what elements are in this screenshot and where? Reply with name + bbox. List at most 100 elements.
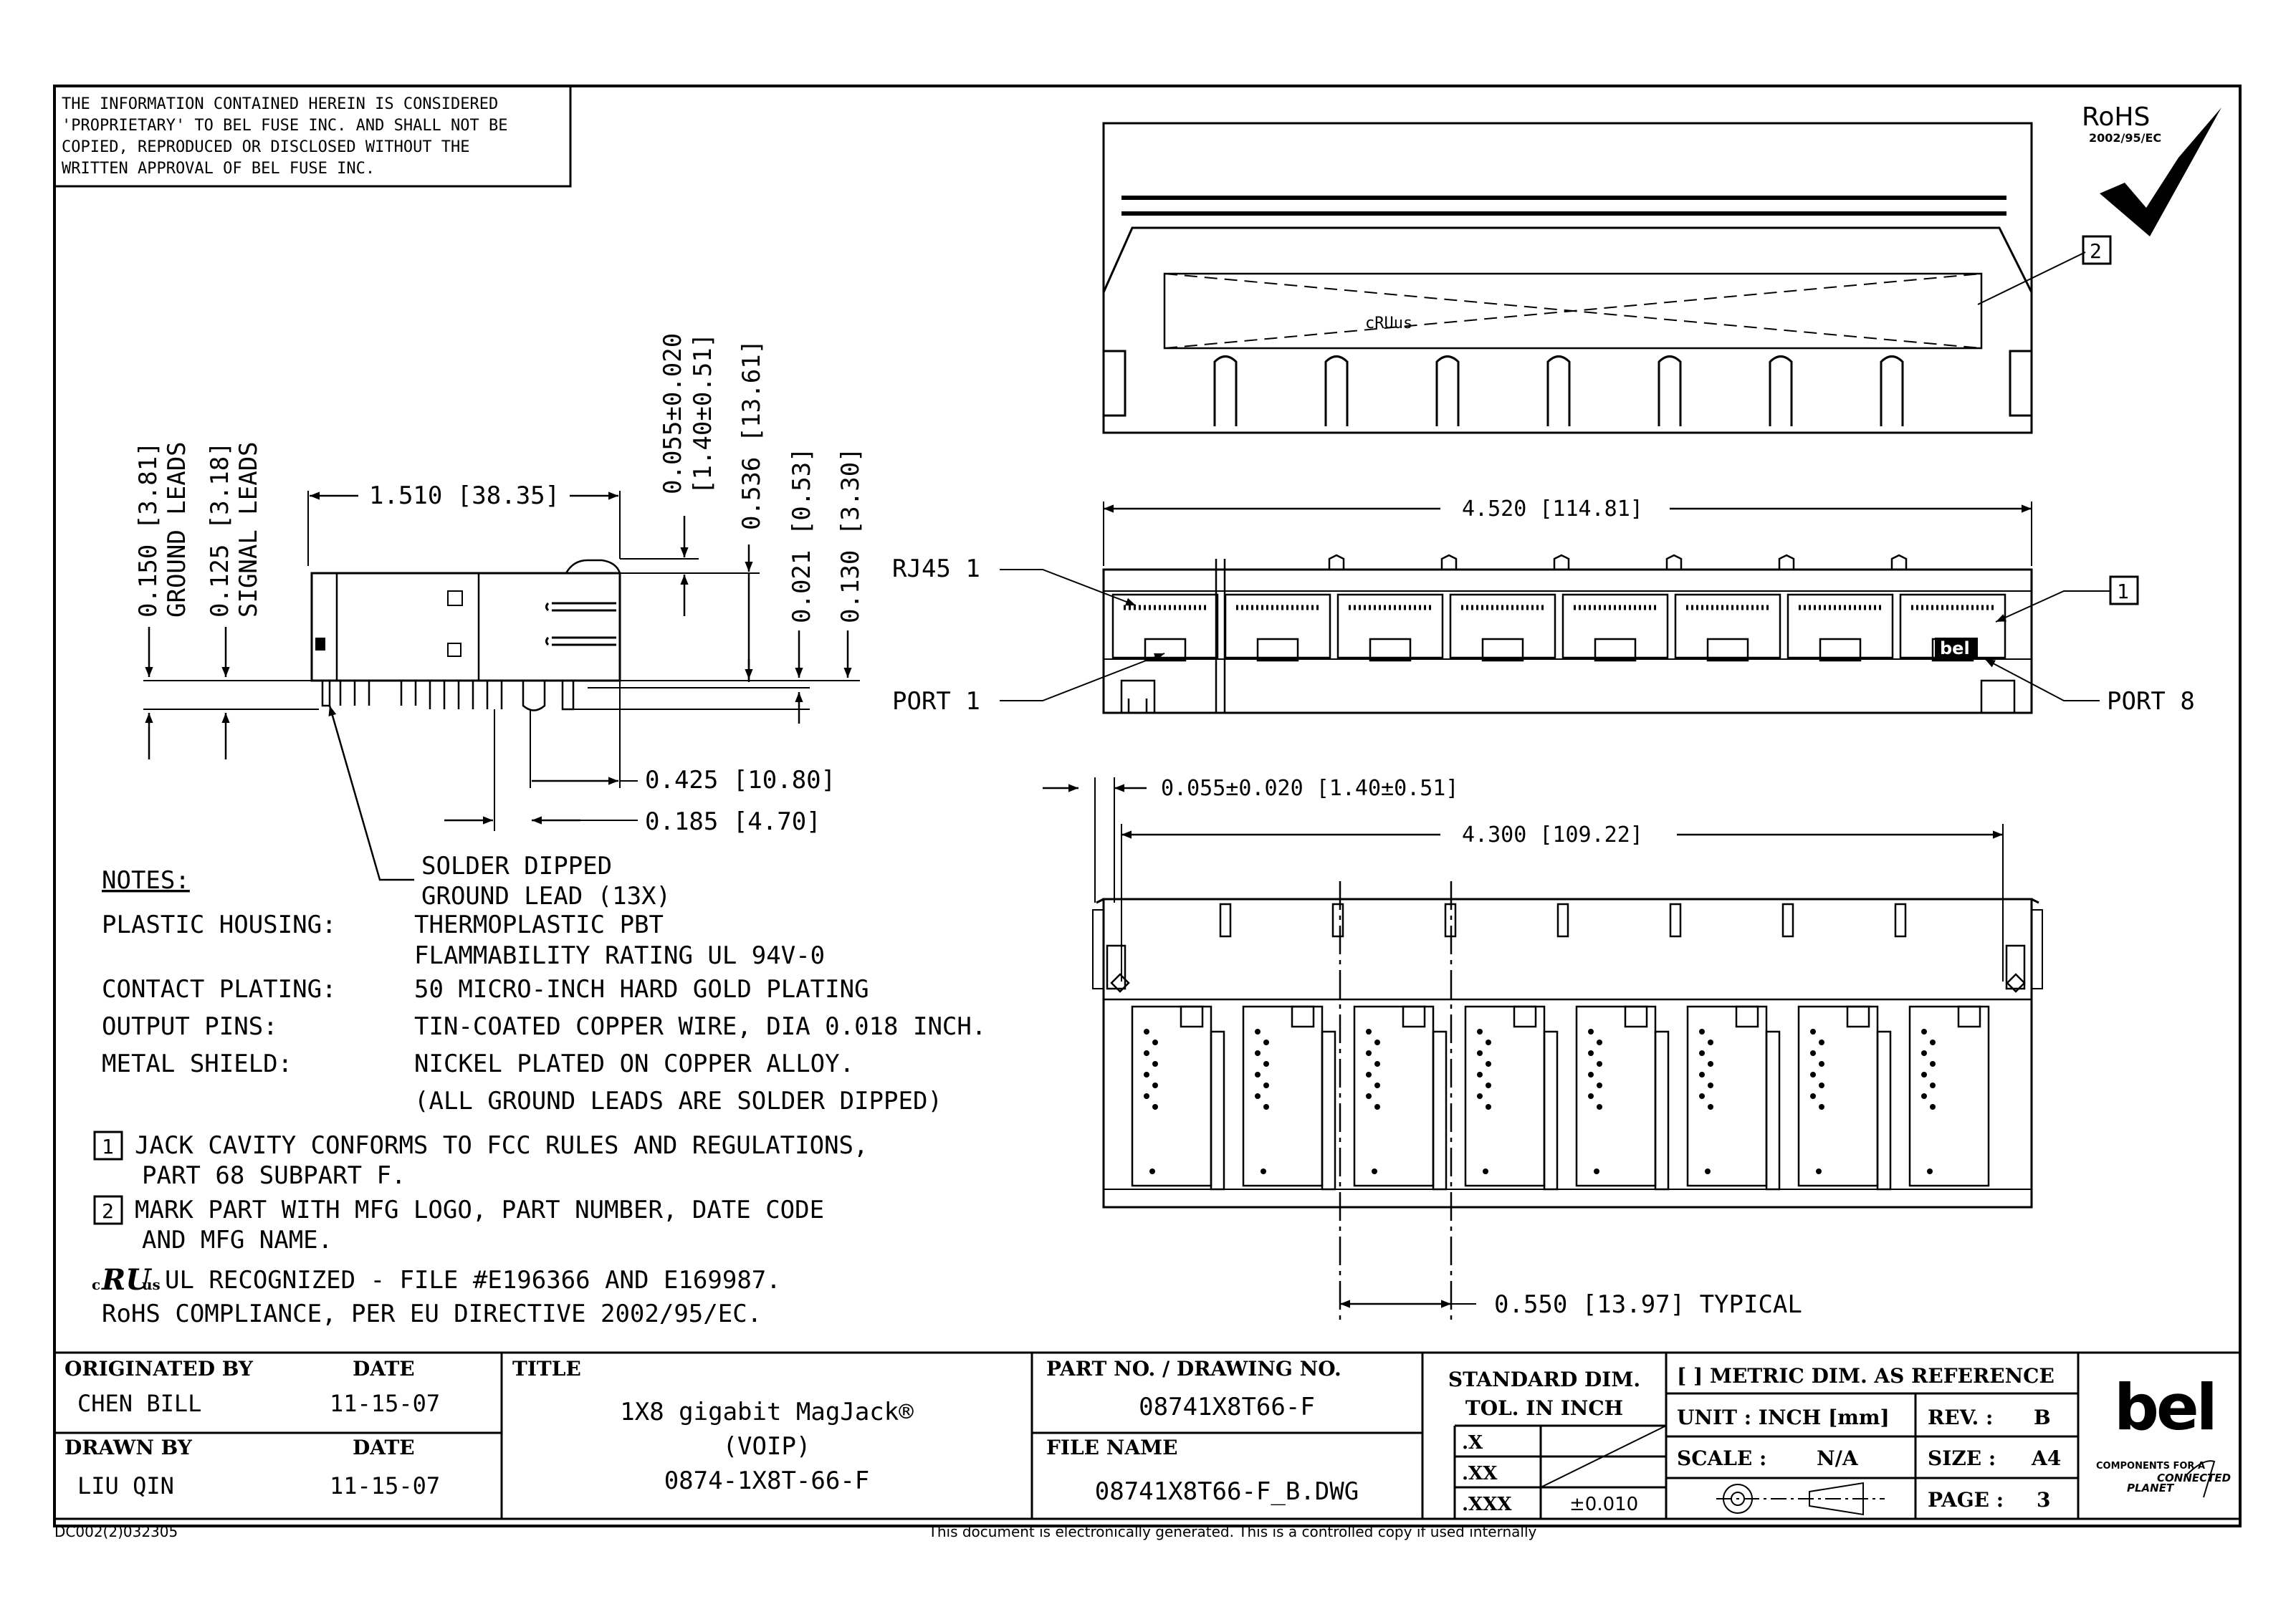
- part-no-header: PART NO. / DRAWING NO.: [1046, 1357, 1341, 1381]
- svg-text:c: c: [92, 1276, 100, 1293]
- bottom-view: 0.055±0.020 [1.40±0.51] 4.300 [109.22]: [1043, 776, 2043, 1325]
- originated-date: 11-15-07: [330, 1390, 440, 1417]
- front-view-bel-logo: bel: [1940, 638, 1970, 658]
- svg-text:us: us: [142, 1276, 161, 1293]
- title-line-2: (VOIP): [723, 1432, 811, 1461]
- tol-xxx-value: ±0.010: [1569, 1494, 1638, 1515]
- note-key-3: CONTACT PLATING:: [102, 975, 337, 1004]
- tol-xxx: .XXX: [1462, 1494, 1512, 1515]
- drawing-border: [53, 85, 2242, 1527]
- note-key-5: METAL SHIELD:: [102, 1050, 292, 1078]
- dim-pcb-offset: 0.055±0.020 [1.40±0.51]: [1161, 776, 1458, 801]
- note-val-5: NICKEL PLATED ON COPPER ALLOY.: [414, 1050, 854, 1078]
- note-ul-line: UL RECOGNIZED - FILE #E196366 AND E16998…: [165, 1266, 781, 1295]
- note-1-line-a: JACK CAVITY CONFORMS TO FCC RULES AND RE…: [135, 1131, 869, 1160]
- controlled-copy-notice: This document is electronically generate…: [928, 1523, 1537, 1540]
- note-key-4: OUTPUT PINS:: [102, 1012, 278, 1041]
- side-view: 0.150 [3.81] GROUND LEADS 0.125 [3.18] S…: [134, 333, 865, 911]
- rj45-label: RJ45 1: [892, 555, 980, 583]
- originated-by-header: ORIGINATED BY: [64, 1357, 254, 1381]
- unit: UNIT : INCH [mm]: [1677, 1406, 1890, 1429]
- bel-tagline-3: PLANET: [2127, 1482, 2175, 1494]
- ul-mark-icon: c RU us: [92, 1263, 161, 1297]
- note-2-number: 2: [102, 1199, 114, 1223]
- svg-text:RU: RU: [101, 1263, 152, 1297]
- front-view: 4.520 [114.81]: [892, 496, 2195, 716]
- drawn-by: LIU QIN: [77, 1472, 174, 1499]
- dim-0425: 0.425 [10.80]: [645, 766, 836, 795]
- dim-0185: 0.185 [4.70]: [645, 807, 821, 836]
- note-rohs-line: RoHS COMPLIANCE, PER EU DIRECTIVE 2002/9…: [102, 1300, 762, 1328]
- top-view: cRUus 2: [1102, 122, 2112, 434]
- note-val-2: FLAMMABILITY RATING UL 94V-0: [414, 941, 825, 970]
- scale: N/A: [1817, 1446, 1859, 1470]
- metric-note: [ ] METRIC DIM. AS REFERENCE: [1677, 1364, 2055, 1388]
- notes-block: NOTES: PLASTIC HOUSING: THERMOPLASTIC PB…: [92, 866, 986, 1328]
- tol-xx: .XX: [1462, 1463, 1498, 1484]
- part-no: 08741X8T66-F: [1139, 1393, 1315, 1421]
- dim-front-width: 4.520 [114.81]: [1462, 496, 1643, 522]
- projection-symbol-icon: [1716, 1482, 1885, 1516]
- dim-tab-a: 0.055±0.020: [659, 333, 687, 494]
- rev-header: REV. :: [1928, 1406, 1993, 1429]
- date-header-2: DATE: [353, 1436, 415, 1459]
- notes-heading: NOTES:: [102, 866, 190, 895]
- note-val-1: THERMOPLASTIC PBT: [414, 911, 664, 939]
- file-name-header: FILE NAME: [1046, 1436, 1177, 1459]
- front-view-callout-1: 1: [2117, 580, 2129, 603]
- note-2-line-b: AND MFG NAME.: [142, 1226, 333, 1254]
- title-block: ORIGINATED BY DATE CHEN BILL 11-15-07 DR…: [54, 1351, 2240, 1520]
- standard-dim-line-2: TOL. IN INCH: [1465, 1396, 1623, 1420]
- note-val-3: 50 MICRO-INCH HARD GOLD PLATING: [414, 975, 869, 1004]
- label-ground-lead-13x: GROUND LEAD (13X): [421, 882, 671, 911]
- rev: B: [2034, 1406, 2051, 1429]
- note-key-1: PLASTIC HOUSING:: [102, 911, 337, 939]
- port-1-label: PORT 1: [892, 687, 980, 716]
- notice-line-4: WRITTEN APPROVAL OF BEL FUSE INC.: [62, 160, 375, 178]
- dim-pin-length: 0.130 [3.30]: [836, 447, 865, 623]
- note-val-6: (ALL GROUND LEADS ARE SOLDER DIPPED): [414, 1087, 942, 1115]
- date-header-1: DATE: [353, 1357, 415, 1381]
- notice-line-1: THE INFORMATION CONTAINED HEREIN IS CONS…: [62, 95, 498, 113]
- originated-by: CHEN BILL: [77, 1390, 201, 1417]
- dim-pcb-width: 4.300 [109.22]: [1462, 822, 1643, 848]
- dim-side-length: 1.510 [38.35]: [369, 481, 560, 510]
- note-val-4: TIN-COATED COPPER WIRE, DIA 0.018 INCH.: [414, 1012, 986, 1041]
- rohs-directive: 2002/95/EC: [2089, 131, 2161, 145]
- label-ground-leads: GROUND LEADS: [163, 441, 191, 618]
- note-2-line-a: MARK PART WITH MFG LOGO, PART NUMBER, DA…: [135, 1196, 824, 1224]
- note-1-number: 1: [102, 1135, 114, 1158]
- drawn-date: 11-15-07: [330, 1472, 440, 1499]
- bel-tagline-2: CONNECTED: [2157, 1472, 2231, 1484]
- dim-tab-b: [1.40±0.51]: [689, 333, 717, 494]
- notice-line-3: COPIED, REPRODUCED OR DISCLOSED WITHOUT …: [62, 138, 470, 156]
- page-header: PAGE :: [1928, 1488, 2004, 1512]
- note-1-line-b: PART 68 SUBPART F.: [142, 1161, 406, 1190]
- page: 3: [2037, 1488, 2050, 1512]
- tol-x: .X: [1462, 1432, 1483, 1454]
- rohs-label: RoHS: [2082, 102, 2150, 132]
- title-line-3: 0874-1X8T-66-F: [664, 1467, 870, 1495]
- label-signal-leads: SIGNAL LEADS: [234, 441, 263, 618]
- port-8-label: PORT 8: [2107, 687, 2195, 716]
- dim-standoff: 0.021 [0.53]: [788, 447, 816, 623]
- proprietary-notice: THE INFORMATION CONTAINED HEREIN IS CONS…: [53, 85, 572, 188]
- dim-lead-ground: 0.150 [3.81]: [134, 441, 163, 618]
- title-line-1: 1X8 gigabit MagJack®: [620, 1398, 914, 1426]
- top-view-callout-2: 2: [2090, 239, 2102, 263]
- top-view-ul-mark: cRUus: [1365, 315, 1412, 332]
- scale-header: SCALE :: [1677, 1446, 1766, 1470]
- label-solder-dipped: SOLDER DIPPED: [421, 852, 612, 880]
- rohs-checkmark-icon: RoHS 2002/95/EC: [2082, 102, 2221, 236]
- title-header: TITLE: [512, 1357, 581, 1381]
- bel-tagline-1: COMPONENTS FOR A: [2096, 1461, 2205, 1472]
- drawn-by-header: DRAWN BY: [64, 1436, 193, 1459]
- bel-logo: bel COMPONENTS FOR A CONNECTED PLANET: [2096, 1371, 2231, 1498]
- size: A4: [2031, 1446, 2061, 1470]
- dim-height: 0.536 [13.61]: [737, 340, 766, 530]
- size-header: SIZE :: [1928, 1446, 1996, 1470]
- doc-code: DC002(2)032305: [54, 1523, 178, 1540]
- notice-line-2: 'PROPRIETARY' TO BEL FUSE INC. AND SHALL…: [62, 117, 508, 135]
- bel-logo-text: bel: [2114, 1371, 2215, 1444]
- file-name: 08741X8T66-F_B.DWG: [1095, 1477, 1359, 1506]
